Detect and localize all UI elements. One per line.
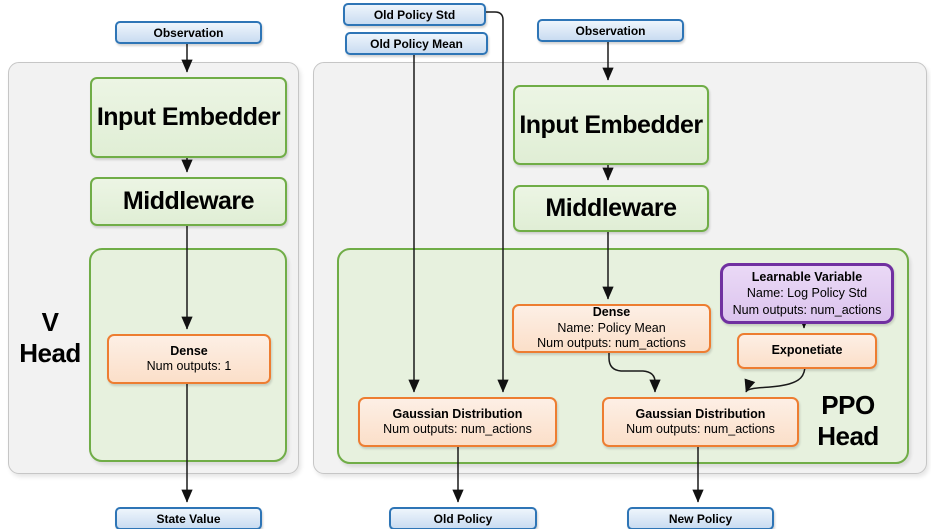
middleware-node-v: Middleware (90, 177, 287, 226)
gaussian-new-outputs: Num outputs: num_actions (626, 422, 775, 436)
observation-label: Observation (153, 25, 224, 40)
old-policy-std-node: Old Policy Std (343, 3, 486, 26)
v-head-label: V Head (19, 307, 81, 368)
middleware-label: Middleware (545, 194, 677, 222)
input-embedder-node-v: Input Embedder (90, 77, 287, 158)
state-value-node: State Value (115, 507, 262, 529)
new-policy-label: New Policy (668, 511, 733, 526)
gaussian-old-outputs: Num outputs: num_actions (383, 422, 532, 436)
exponetiate-label: Exponetiate (771, 343, 843, 358)
gaussian-new-title: Gaussian Distribution (635, 406, 766, 421)
old-policy-mean-label: Old Policy Mean (370, 36, 463, 51)
dense-node-v: Dense Num outputs: 1 (107, 334, 271, 384)
old-policy-label: Old Policy (433, 511, 493, 526)
dense-title: Dense (592, 305, 631, 320)
learnable-variable-name: Name: Log Policy Std (746, 286, 868, 301)
input-embedder-label: Input Embedder (96, 103, 281, 131)
learnable-variable-outputs: Num outputs: num_actions (732, 302, 882, 317)
observation-label: Observation (575, 23, 646, 38)
state-value-label: State Value (156, 511, 221, 526)
gaussian-old-title: Gaussian Distribution (392, 406, 523, 421)
ppo-head-label: PPO Head (817, 390, 879, 451)
exponetiate-node: Exponetiate (737, 333, 877, 369)
input-embedder-label: Input Embedder (519, 110, 703, 139)
middleware-label: Middleware (122, 187, 255, 215)
observation-node-ppo: Observation (537, 19, 684, 42)
observation-node-v: Observation (115, 21, 262, 44)
input-embedder-node-ppo: Input Embedder (513, 85, 709, 165)
old-policy-mean-node: Old Policy Mean (345, 32, 488, 55)
dense-outputs: Num outputs: num_actions (537, 336, 686, 351)
gaussian-distribution-new-node: Gaussian Distribution Num outputs: num_a… (602, 397, 799, 447)
learnable-variable-title: Learnable Variable (751, 269, 863, 284)
old-policy-node: Old Policy (389, 507, 537, 529)
dense-outputs: Num outputs: 1 (146, 359, 232, 373)
dense-title: Dense (170, 343, 208, 358)
gaussian-distribution-old-node: Gaussian Distribution Num outputs: num_a… (358, 397, 557, 447)
learnable-variable-node: Learnable Variable Name: Log Policy Std … (720, 263, 894, 324)
new-policy-node: New Policy (627, 507, 774, 529)
middleware-node-ppo: Middleware (513, 185, 709, 232)
dense-name: Name: Policy Mean (557, 320, 666, 335)
old-policy-std-label: Old Policy Std (373, 7, 456, 22)
dense-node-ppo: Dense Name: Policy Mean Num outputs: num… (512, 304, 711, 353)
